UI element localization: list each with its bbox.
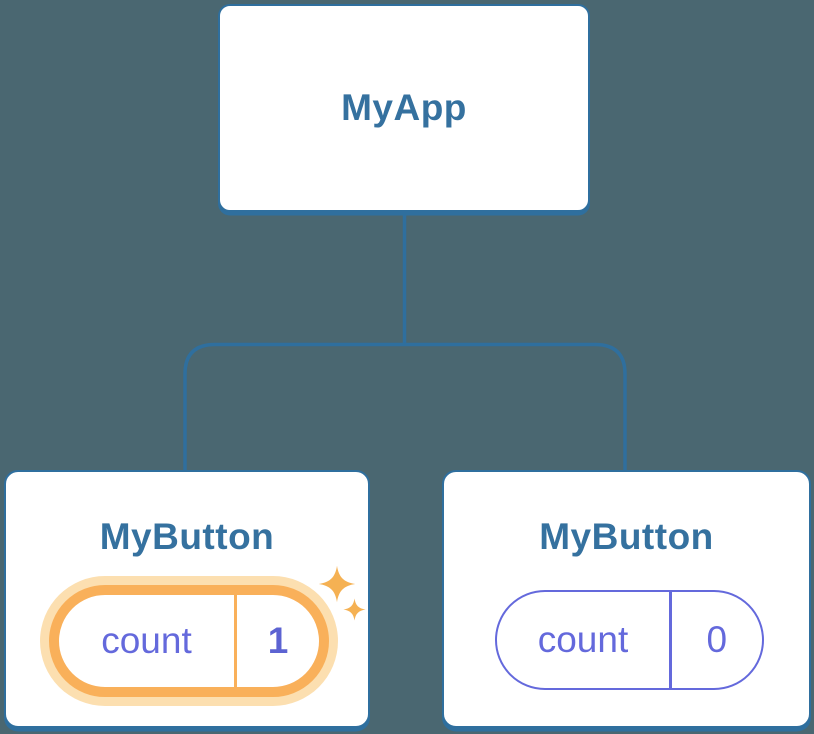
state-pill-divider	[669, 592, 672, 688]
state-key: count	[537, 619, 629, 660]
component-node-mybutton-right: MyButton count 0	[442, 470, 811, 728]
component-label: MyButton	[539, 516, 714, 557]
state-pill-highlighted: count 1	[49, 585, 329, 697]
sparkle-icon	[343, 598, 366, 621]
component-node-myapp: MyApp	[218, 4, 590, 212]
component-node-mybutton-left: MyButton count 1	[4, 470, 370, 728]
state-value: 0	[706, 619, 728, 660]
state-pill: count 0	[495, 590, 764, 690]
state-value: 1	[267, 620, 289, 661]
connector-branch	[183, 342, 627, 474]
component-label: MyApp	[341, 87, 467, 128]
sparkle-icon	[318, 565, 356, 603]
state-key: count	[101, 620, 192, 661]
component-label: MyButton	[99, 516, 275, 557]
state-pill-divider	[234, 595, 237, 687]
